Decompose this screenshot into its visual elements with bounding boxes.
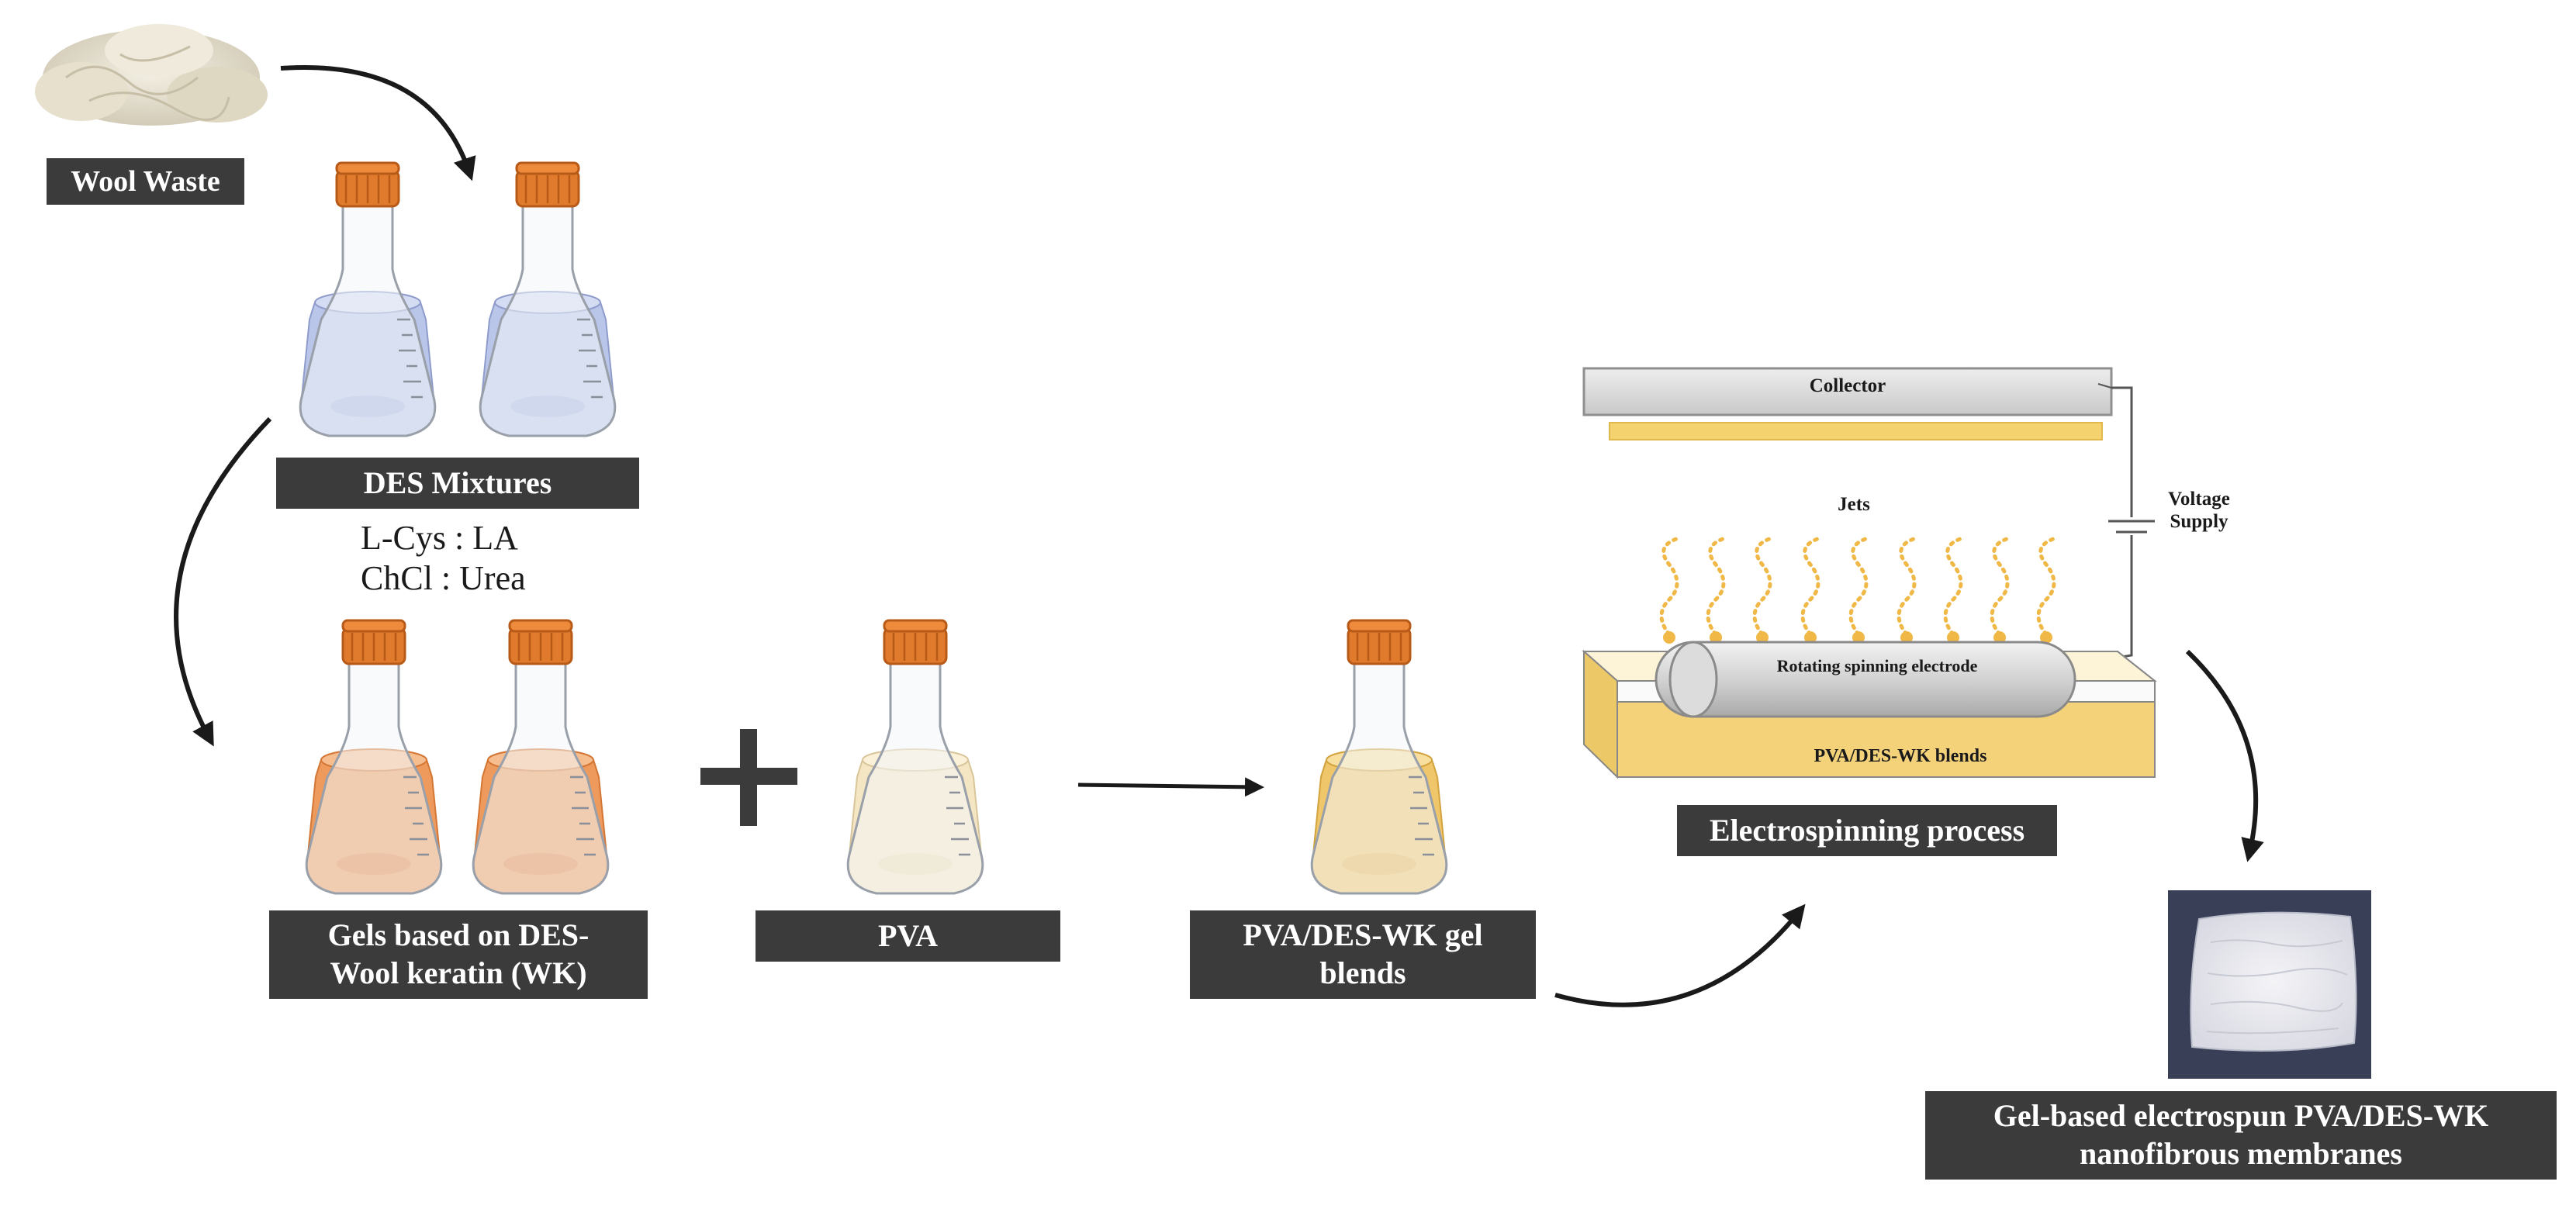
collector-fiber-strip: [1609, 422, 2103, 440]
voltage-line2: Supply: [2170, 510, 2228, 532]
gel-flask-right: [472, 619, 610, 895]
electrode-label: Rotating spinning electrode: [1776, 656, 1978, 675]
des-mixtures-label: DES Mixtures: [276, 458, 639, 509]
des-composition-line2: ChCl : Urea: [361, 558, 526, 597]
pva-label: PVA: [756, 910, 1060, 962]
electrospinning-apparatus: [1582, 367, 2157, 779]
gels-text-line1: Gels based on DES-: [327, 917, 590, 953]
blend-flask: [1310, 619, 1448, 895]
des-composition-text: L-Cys : LA ChCl : Urea: [361, 518, 526, 599]
gels-text-line2: Wool keratin (WK): [330, 955, 587, 990]
collector-plate: [1582, 367, 2113, 416]
membrane-text-line2: nanofibrous membranes: [2080, 1136, 2402, 1171]
membrane-text-line1: Gel-based electrospun PVA/DES-WK: [1993, 1098, 2489, 1134]
membrane-image: [2168, 890, 2371, 1079]
electrospinning-label: Electrospinning process: [1677, 805, 2057, 856]
jets: [1659, 535, 2060, 637]
arrow-wool-to-des: [280, 65, 476, 181]
des-flask-right: [479, 161, 617, 437]
voltage-line1: Voltage: [2168, 489, 2230, 510]
voltage-supply-label: Voltage Supply: [2149, 489, 2249, 534]
blend-text-line2: blends: [1319, 955, 1406, 990]
arrow-pva-to-blend: [1077, 777, 1264, 797]
rotating-electrode: [1655, 641, 2076, 718]
plus-icon: [700, 729, 797, 826]
wool-waste-image: [35, 24, 268, 126]
arrow-des-to-gels: [174, 416, 272, 747]
gel-flask-left: [305, 619, 443, 895]
jet-tips: [1663, 631, 2052, 644]
des-flask-left: [299, 161, 437, 437]
jets-label: Jets: [1838, 494, 1870, 515]
blend-text-line1: PVA/DES-WK gel: [1243, 917, 1483, 953]
wool-waste-text: Wool Waste: [71, 164, 220, 198]
wool-waste-label: Wool Waste: [47, 158, 244, 205]
gels-label: Gels based on DES- Wool keratin (WK): [269, 910, 648, 999]
blend-label: PVA/DES-WK gel blends: [1190, 910, 1536, 999]
arrow-electrospinning-to-membrane: [2185, 649, 2264, 862]
pva-text: PVA: [877, 917, 939, 953]
des-composition-line1: L-Cys : LA: [361, 519, 518, 557]
arrow-blend-to-electrospinning: [1554, 903, 1806, 1007]
bath-label: PVA/DES-WK blends: [1814, 746, 1987, 766]
pva-flask: [846, 619, 984, 895]
membrane-label: Gel-based electrospun PVA/DES-WK nanofib…: [1925, 1091, 2557, 1180]
voltage-wire: [2111, 386, 2133, 517]
des-mixtures-text: DES Mixtures: [363, 465, 552, 500]
electrospinning-text: Electrospinning process: [1709, 812, 2025, 848]
collector-label: Collector: [1809, 375, 1886, 396]
